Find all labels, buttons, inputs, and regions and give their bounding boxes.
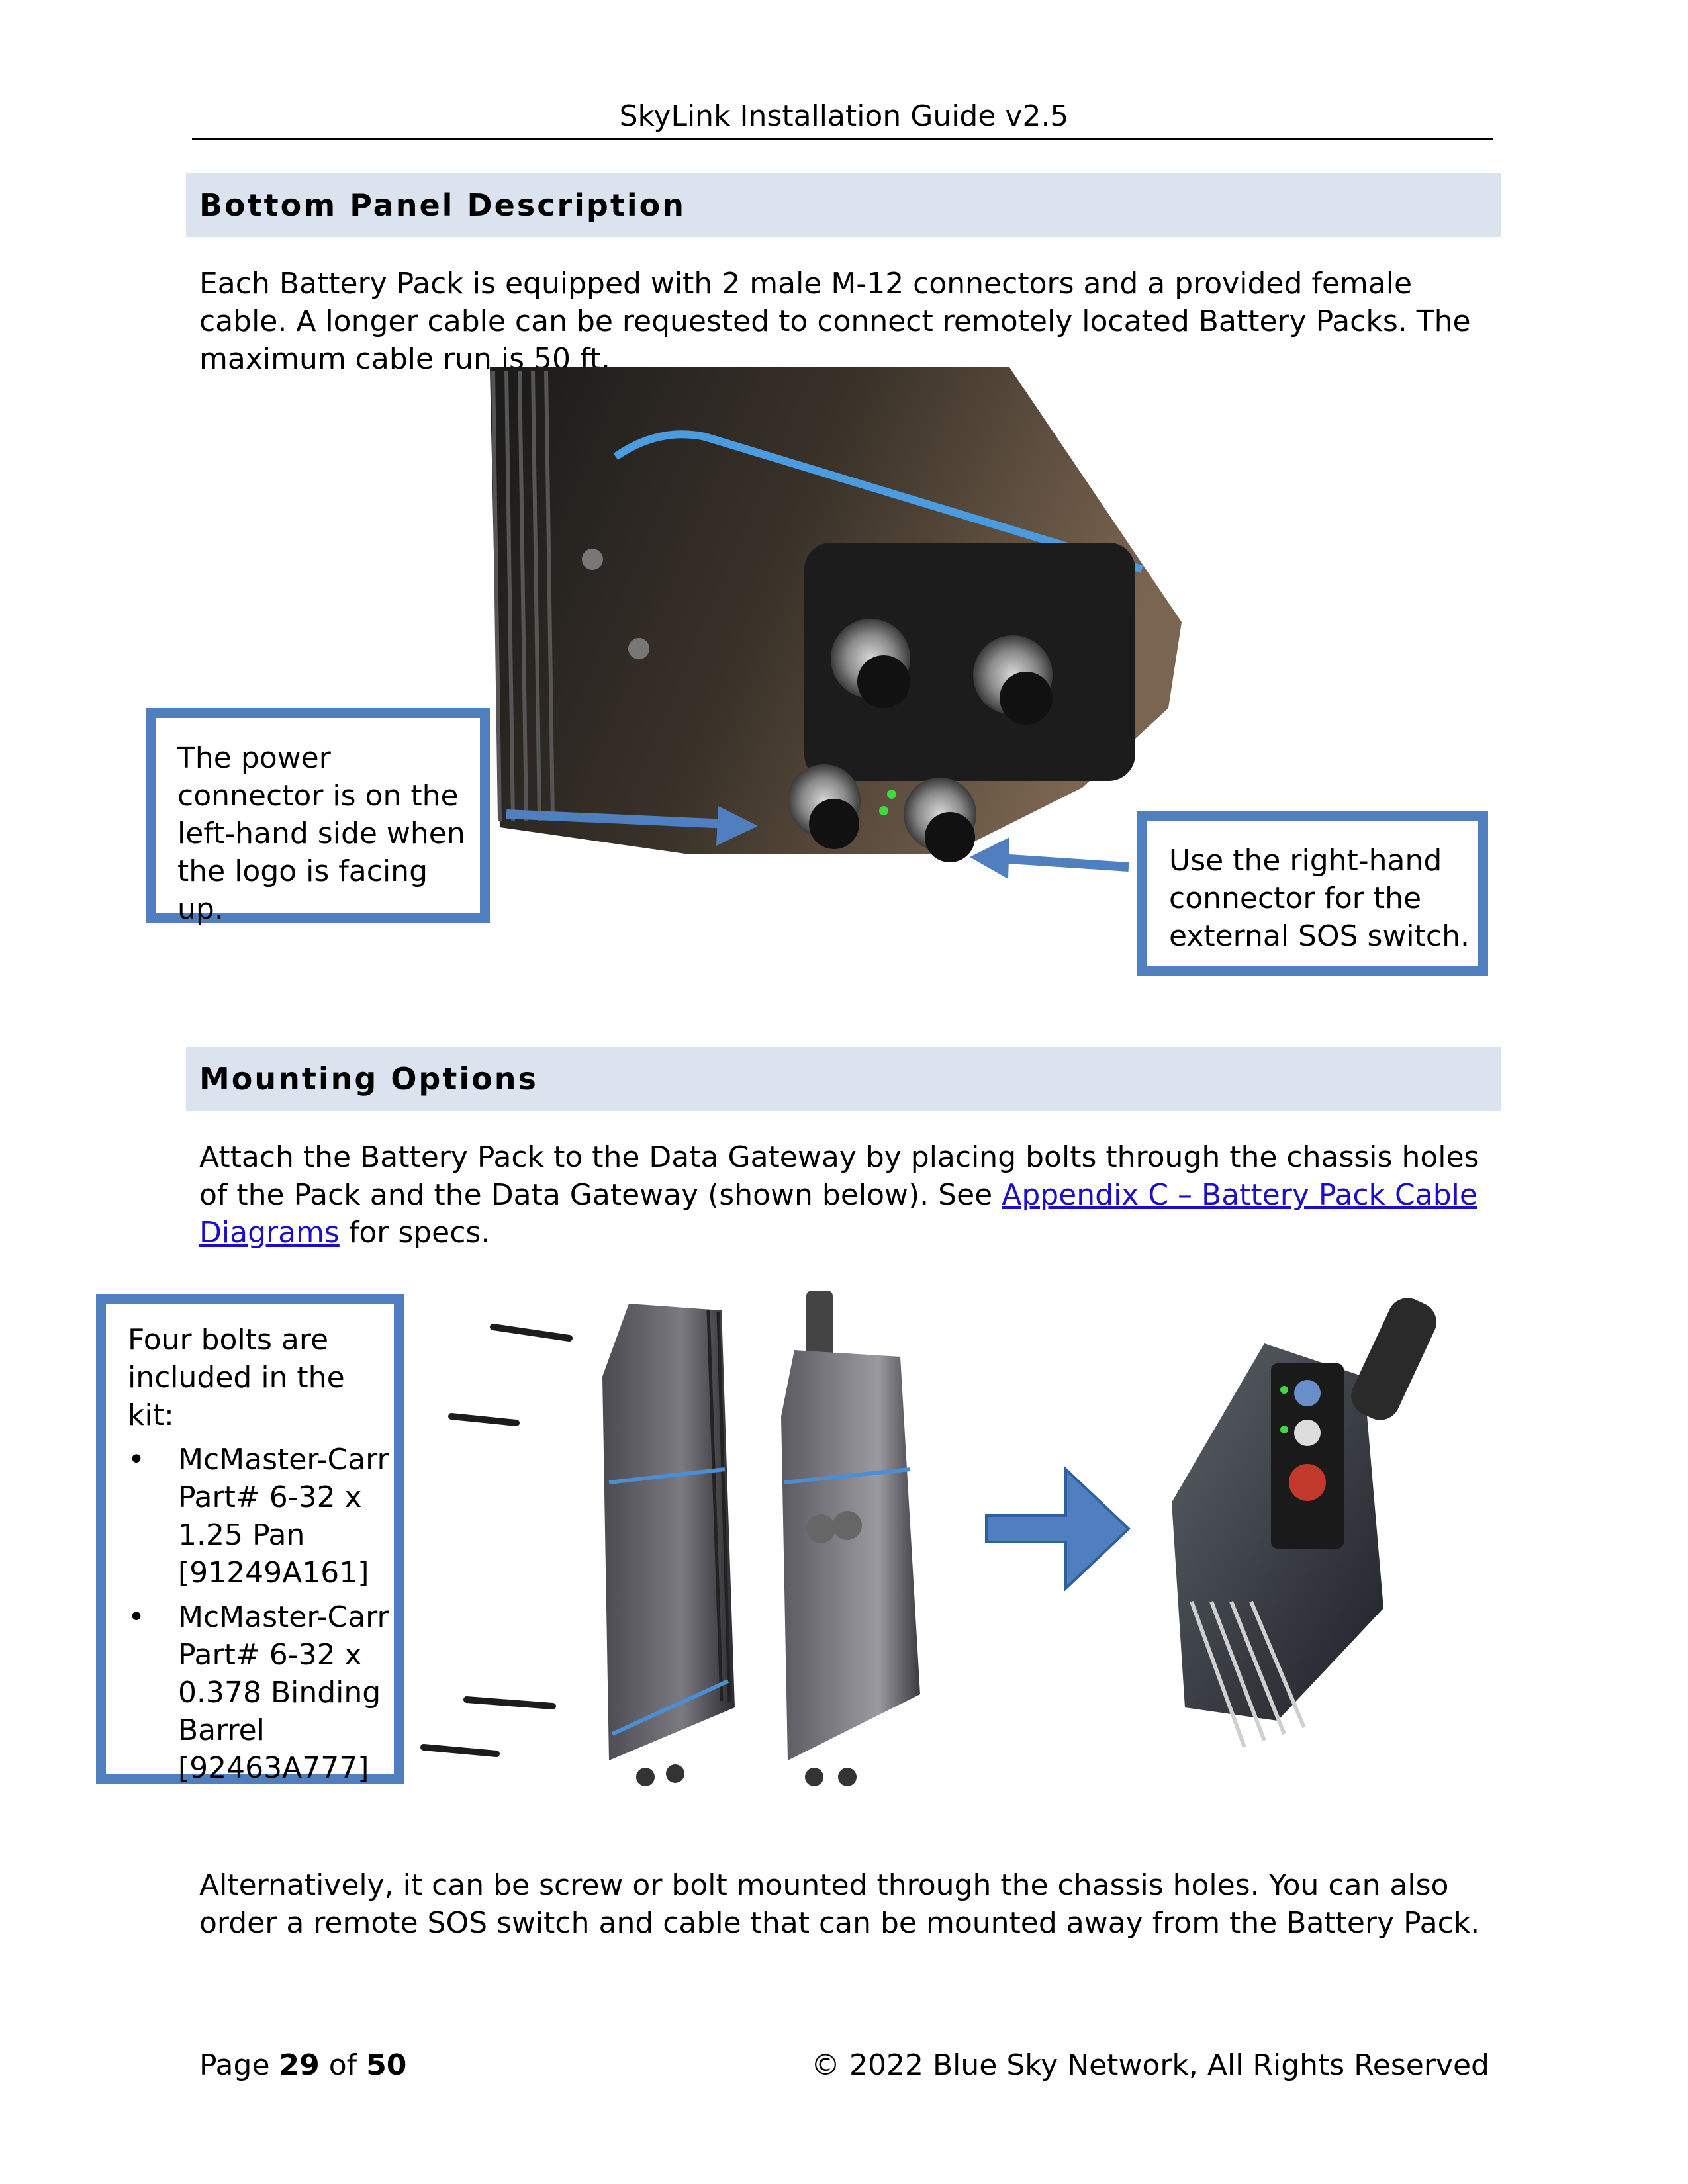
assembly-illustration [420,1291,1436,1786]
section-title-bottom-panel: Bottom Panel Description [199,187,686,223]
appendix-c-link[interactable]: Appendix C – Battery Pack Cable Diagrams [199,1178,1477,1250]
callout-power-connector: The power connector is on the left-hand … [146,708,490,926]
bullet-glyph: • [128,1443,145,1477]
bullet-glyph: • [128,1600,145,1634]
mounting-paragraph: Attach the Battery Pack to the Data Gate… [199,1138,1497,1251]
bottom-panel-paragraph: Each Battery Pack is equipped with 2 mal… [199,267,1471,376]
mounting-paragraph-start: Attach the Battery Pack to the Data Gate… [199,1140,1479,1212]
bolt-icon [420,1324,573,1757]
page-number: Page 29 of 50 [199,2048,407,2082]
bolts-list: •McMaster-Carr Part# 6-32 x 1.25 Pan [91… [128,1441,393,1787]
bolt-item: •McMaster-Carr Part# 6-32 x 1.25 Pan [91… [128,1441,393,1592]
battery-pack-bottom-image [490,367,1182,862]
callout-sos-connector: Use the right-hand connector for the ext… [1137,811,1488,976]
section-title-mounting: Mounting Options [199,1061,538,1097]
running-header: SkyLink Installation Guide v2.5 [619,99,1069,133]
section-header-bottom-panel [186,173,1501,237]
callout-power-connector-text: The power connector is on the left-hand … [177,741,465,926]
closing-paragraph: Alternatively, it can be screw or bolt m… [199,1868,1480,1940]
callout-sos-connector-text: Use the right-hand connector for the ext… [1169,844,1470,953]
bolt-item: •McMaster-Carr Part# 6-32 x 0.378 Bindin… [128,1598,393,1787]
header-rule [192,138,1493,140]
bolts-intro: Four bolts are included in the kit: [128,1323,345,1432]
mounting-paragraph-end: for specs. [339,1216,491,1250]
bolts-included-box: Four bolts are included in the kit: •McM… [96,1294,404,1787]
copyright-notice: © 2022 Blue Sky Network, All Rights Rese… [811,2048,1489,2082]
section-header-mounting [186,1047,1501,1111]
callout-arrows [506,806,1129,879]
